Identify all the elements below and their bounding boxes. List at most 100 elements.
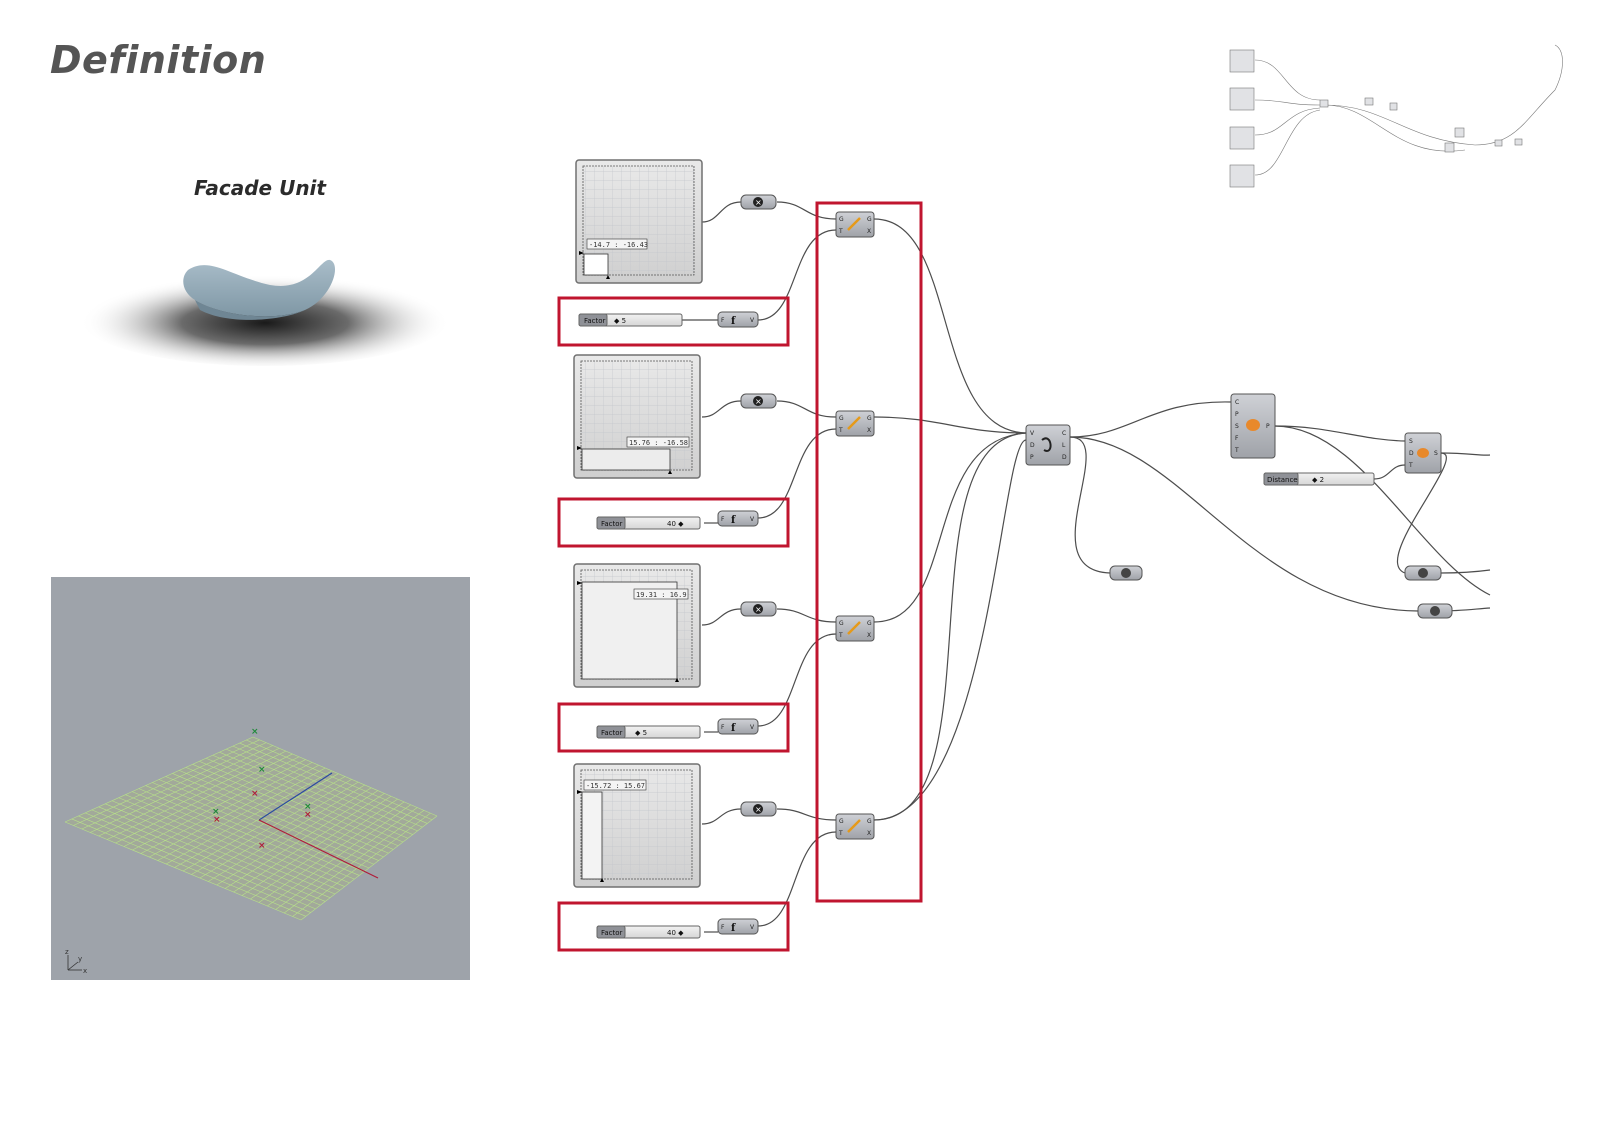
svg-text:C: C bbox=[1062, 430, 1066, 437]
factor-slider-1-value: ◆ 5 bbox=[614, 317, 626, 325]
svg-text:F: F bbox=[721, 317, 725, 324]
preview-component-2[interactable] bbox=[1404, 565, 1442, 581]
svg-text:T: T bbox=[838, 632, 843, 639]
x-axis-line bbox=[258, 819, 379, 879]
negative-component-3[interactable]: × bbox=[740, 601, 777, 617]
grid-line bbox=[224, 790, 379, 889]
graph-mapper-4-readout: -15.72 : 15.67 bbox=[586, 782, 645, 790]
factor-slider-2[interactable]: Factor 40 ◆ bbox=[596, 516, 701, 530]
grid-line bbox=[179, 770, 384, 858]
graph-mapper-3[interactable]: 19.31 : 16.9 bbox=[573, 563, 701, 688]
svg-text:×: × bbox=[755, 605, 762, 614]
svg-text:F: F bbox=[721, 516, 725, 523]
move-component-1[interactable]: G T G X bbox=[835, 211, 875, 238]
negative-component-2[interactable]: × bbox=[740, 393, 777, 409]
patch-icon bbox=[1246, 419, 1260, 431]
grid-line bbox=[292, 812, 431, 917]
page-title: Definition bbox=[50, 38, 267, 82]
preview-component-3[interactable] bbox=[1417, 603, 1453, 619]
svg-text:V: V bbox=[1030, 430, 1035, 437]
grid-line bbox=[267, 804, 411, 907]
y-axis-line bbox=[258, 772, 333, 821]
surface-grid bbox=[64, 736, 438, 921]
factor-slider-4[interactable]: Factor 40 ◆ bbox=[596, 925, 701, 939]
svg-text:P: P bbox=[1266, 423, 1270, 430]
grid-line bbox=[226, 748, 418, 832]
grid-line bbox=[191, 779, 352, 875]
move-icon bbox=[847, 819, 861, 833]
control-point-marker: × bbox=[213, 815, 221, 825]
preview-icon bbox=[1121, 568, 1131, 578]
move-component-4[interactable]: G T G X bbox=[835, 813, 875, 840]
svg-text:G: G bbox=[867, 620, 872, 627]
factor-slider-4-value: 40 ◆ bbox=[667, 929, 684, 937]
svg-text:×: × bbox=[755, 397, 762, 406]
expression-icon: f bbox=[731, 515, 736, 526]
factor-slider-1[interactable]: Factor ◆ 5 bbox=[578, 313, 683, 327]
rhino-viewport[interactable]: ×××××××× z y x bbox=[51, 577, 470, 980]
move-component-2[interactable]: G T G X bbox=[835, 410, 875, 437]
axis-x-label: x bbox=[83, 967, 87, 975]
grid-line bbox=[212, 754, 408, 839]
graph-mapper-1-readout: -14.7 : -16.43 bbox=[589, 241, 648, 249]
graph-mapper-2-readout: 15.76 : -16.58 bbox=[629, 439, 688, 447]
control-point-marker: × bbox=[258, 765, 266, 775]
offset-component[interactable]: S D T S bbox=[1404, 432, 1442, 474]
factor-slider-3-label: Factor bbox=[601, 729, 623, 737]
svg-text:T: T bbox=[838, 427, 843, 434]
grid-line bbox=[165, 776, 374, 865]
svg-text:T: T bbox=[838, 830, 843, 837]
move-component-3[interactable]: G T G X bbox=[835, 615, 875, 642]
grid-line bbox=[246, 739, 433, 820]
expression-component-4[interactable]: F V f bbox=[717, 918, 759, 935]
svg-text:T: T bbox=[838, 228, 843, 235]
factor-slider-3-value: ◆ 5 bbox=[635, 729, 647, 737]
control-point-marker: × bbox=[304, 802, 312, 812]
factor-slider-3[interactable]: Factor ◆ 5 bbox=[596, 725, 701, 739]
factor-group-highlight-4 bbox=[557, 901, 790, 952]
graph-mapper-1[interactable]: -14.7 : -16.43 bbox=[575, 159, 703, 284]
negative-icon bbox=[753, 197, 763, 207]
factor-slider-2-value: 40 ◆ bbox=[667, 520, 684, 528]
offset-icon bbox=[1417, 448, 1429, 458]
negative-icon bbox=[753, 804, 763, 814]
grid-line bbox=[241, 796, 392, 896]
graph-mapper-2[interactable]: 15.76 : -16.58 bbox=[573, 354, 701, 479]
svg-text:X: X bbox=[867, 830, 871, 837]
negative-component-4[interactable]: × bbox=[740, 801, 777, 817]
grid-line bbox=[192, 764, 394, 850]
grid-line bbox=[258, 801, 405, 903]
surface-fill bbox=[65, 737, 437, 920]
facade-unit-render bbox=[80, 259, 450, 366]
svg-text:D: D bbox=[1062, 454, 1067, 461]
wires bbox=[681, 201, 1491, 933]
grasshopper-canvas[interactable]: -14.7 : -16.43 15.76 : -16.58 19.31 : 16… bbox=[540, 150, 1500, 970]
expression-component-1[interactable]: F V f bbox=[717, 311, 759, 328]
negative-icon bbox=[753, 604, 763, 614]
expression-component-3[interactable]: F V f bbox=[717, 718, 759, 735]
expression-component-2[interactable]: F V f bbox=[717, 510, 759, 527]
move-group-highlight bbox=[815, 201, 923, 903]
svg-text:S: S bbox=[1409, 438, 1413, 445]
negative-component-1[interactable]: × bbox=[740, 194, 777, 210]
svg-text:D: D bbox=[1030, 442, 1035, 449]
svg-text:C: C bbox=[1235, 399, 1239, 406]
patch-component[interactable]: C P S F T P bbox=[1230, 393, 1276, 459]
svg-text:P: P bbox=[1235, 411, 1239, 418]
preview-component-1[interactable] bbox=[1109, 565, 1143, 581]
preview-icon bbox=[1418, 568, 1428, 578]
control-point-marker: × bbox=[304, 810, 312, 820]
control-point-marker: × bbox=[258, 841, 266, 851]
svg-text:V: V bbox=[750, 317, 755, 324]
svg-text:X: X bbox=[867, 632, 871, 639]
svg-text:X: X bbox=[867, 228, 871, 235]
distance-slider[interactable]: Distance ◆ 2 bbox=[1263, 472, 1375, 486]
graph-mapper-4[interactable]: -15.72 : 15.67 bbox=[573, 763, 701, 888]
expression-icon: f bbox=[731, 723, 736, 734]
line-component[interactable]: V D P C L D bbox=[1025, 424, 1071, 466]
svg-text:V: V bbox=[750, 924, 755, 931]
viewport-scene: ×××××××× z y x bbox=[64, 727, 438, 975]
svg-text:×: × bbox=[755, 805, 762, 814]
svg-text:F: F bbox=[721, 924, 725, 931]
svg-text:D: D bbox=[1409, 450, 1414, 457]
